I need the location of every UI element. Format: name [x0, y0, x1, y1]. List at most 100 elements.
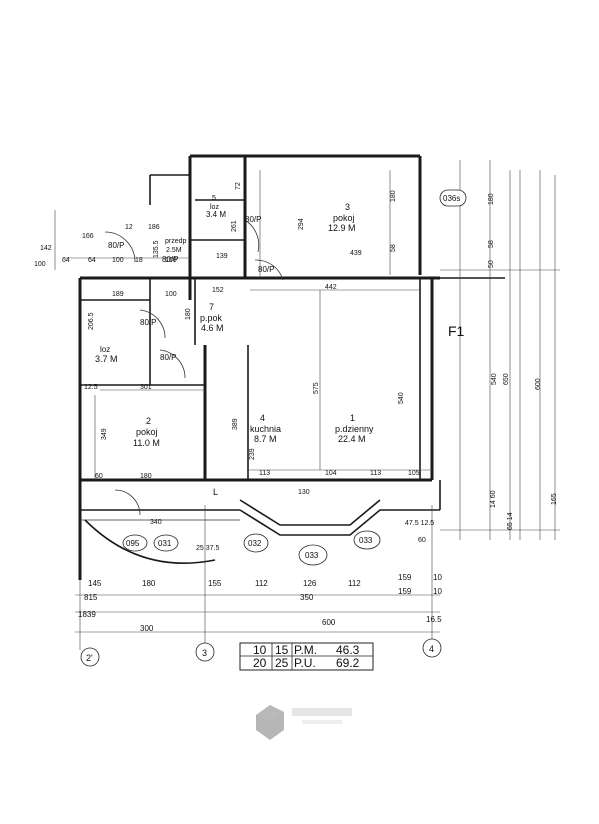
dim-text: 152: [212, 287, 224, 294]
dim-text: 180: [142, 579, 156, 588]
dim-text: 64: [62, 257, 70, 264]
window-mark-033-text: 033: [305, 551, 319, 560]
room-1-name: p.dzienny: [335, 424, 374, 434]
axis-label-3: 3: [202, 648, 207, 658]
door-label: 80/P: [258, 265, 274, 274]
axis-bubble-2: [80, 647, 100, 667]
dim-text: 105: [408, 470, 420, 477]
dim-text: 301: [140, 384, 152, 391]
dim-text: 113: [370, 470, 381, 477]
room-4-number: 4: [260, 413, 265, 423]
dim-text: 159: [398, 573, 412, 582]
dim-text: 100: [165, 257, 177, 264]
dim-text: 25 37.5: [196, 545, 219, 552]
room-1-area: 22.4 M: [338, 434, 366, 444]
dim-text: 540: [491, 373, 498, 385]
summary-row1-label: P.M.: [294, 643, 317, 657]
window-marks: F1 036s 095 031 032 033 033 L: [122, 189, 467, 566]
room-3-label: 3 pokoj 12.9 M: [328, 202, 356, 233]
dim-text: 389: [232, 418, 239, 430]
dim-text: 104: [325, 470, 337, 477]
dim-text: 10: [433, 587, 442, 596]
dim-text: 180: [390, 190, 397, 202]
dim-text: 10: [433, 573, 442, 582]
dim-text: 72: [235, 182, 242, 190]
room-7-area: 4.6 M: [201, 323, 224, 333]
dim-text: 294: [298, 218, 305, 230]
window-mark-036-text: 036s: [443, 194, 460, 203]
dim-text: 64: [88, 257, 96, 264]
summary-row1-value: 46.3: [336, 643, 360, 657]
dim-text: 540: [398, 392, 405, 404]
summary-row2-value: 69.2: [336, 656, 360, 670]
room-przedp-label: przedp 2.5M: [165, 238, 187, 254]
room-4-area: 8.7 M: [254, 434, 277, 444]
axis-label-2: 2': [86, 653, 93, 663]
dim-text: 166: [82, 233, 94, 240]
dimension-numbers: 166 12 186 142 100 64 64 100 100 100 18 …: [34, 182, 558, 633]
dim-text: 159: [398, 587, 412, 596]
dim-text: 139: [216, 253, 228, 260]
room-6-area: 3.7 M: [95, 354, 118, 364]
door-label: 80/P: [162, 255, 178, 264]
window-mark-033b: [353, 530, 381, 550]
dim-text: 600: [535, 378, 542, 390]
dim-text: 65 14: [507, 512, 514, 530]
dim-text: 47.5 12.5: [405, 520, 434, 527]
dim-text: 112: [255, 579, 268, 588]
dim-text: 14 60: [490, 490, 497, 508]
room-przedp-area: 2.5M: [166, 247, 182, 254]
room-1-number: 1: [350, 413, 355, 423]
dim-text: 12.5: [84, 384, 98, 391]
window-mark-033: [298, 544, 328, 566]
dim-text: 261: [231, 220, 238, 232]
dim-text: 350: [300, 593, 314, 602]
dim-text: 18: [135, 257, 143, 264]
dim-text: 180: [488, 193, 495, 205]
dim-text: 58: [390, 244, 397, 252]
window-mark-095: [122, 534, 148, 552]
room-7-label: 7 p.pok 4.6 M: [200, 302, 224, 333]
dim-text: 349: [101, 428, 108, 440]
room-4-name: kuchnia: [250, 424, 281, 434]
dim-text: 100: [165, 291, 177, 298]
room-6-name: loz: [100, 345, 110, 354]
dim-text: 100: [112, 257, 124, 264]
room-3-name: pokoj: [333, 213, 355, 223]
dim-text: 206.5: [88, 312, 95, 330]
room-2-name: pokoj: [136, 427, 158, 437]
dim-text: 60: [95, 473, 103, 480]
window-mark-095-text: 095: [126, 539, 140, 548]
axis-bubble-3: [195, 642, 215, 662]
room-przedp-name: przedp: [165, 238, 187, 245]
axis-bubble-4: [422, 638, 442, 658]
room-3-number: 3: [345, 202, 350, 212]
dim-text: 155: [208, 579, 222, 588]
room-2-number: 2: [146, 416, 151, 426]
door-labels: 80/P 80/P 80/P 80/P 80/P 80/P: [108, 215, 274, 362]
room-labels: 3 pokoj 12.9 M 5 loz 3.4 M przedp 2.5M 7…: [95, 195, 374, 448]
door-label: 80/P: [245, 215, 261, 224]
dim-text: 126: [303, 579, 317, 588]
dim-text: 186: [148, 224, 160, 231]
dim-text: 165: [551, 493, 558, 505]
summary-row2-label: P.U.: [294, 656, 316, 670]
dim-text: 58: [488, 240, 495, 248]
dim-text: 142: [40, 245, 52, 252]
dim-text: 340: [150, 519, 162, 526]
walls: [78, 154, 505, 580]
door-label: 80/P: [108, 241, 124, 250]
watermark-logo: [256, 705, 352, 740]
room-6-label: loz 3.7 M: [95, 345, 118, 364]
summary-row1-a: 10: [253, 643, 267, 657]
dim-text: 130: [298, 489, 310, 496]
door-label: 80/P: [160, 353, 176, 362]
dim-text: 1839: [78, 610, 96, 619]
dim-text: 650: [503, 373, 510, 385]
room-3-area: 12.9 M: [328, 223, 356, 233]
window-mark-032: [243, 533, 269, 553]
dim-text: 16.5: [426, 615, 442, 624]
dim-text: 439: [350, 250, 362, 257]
room-4-label: 4 kuchnia 8.7 M: [250, 413, 281, 444]
